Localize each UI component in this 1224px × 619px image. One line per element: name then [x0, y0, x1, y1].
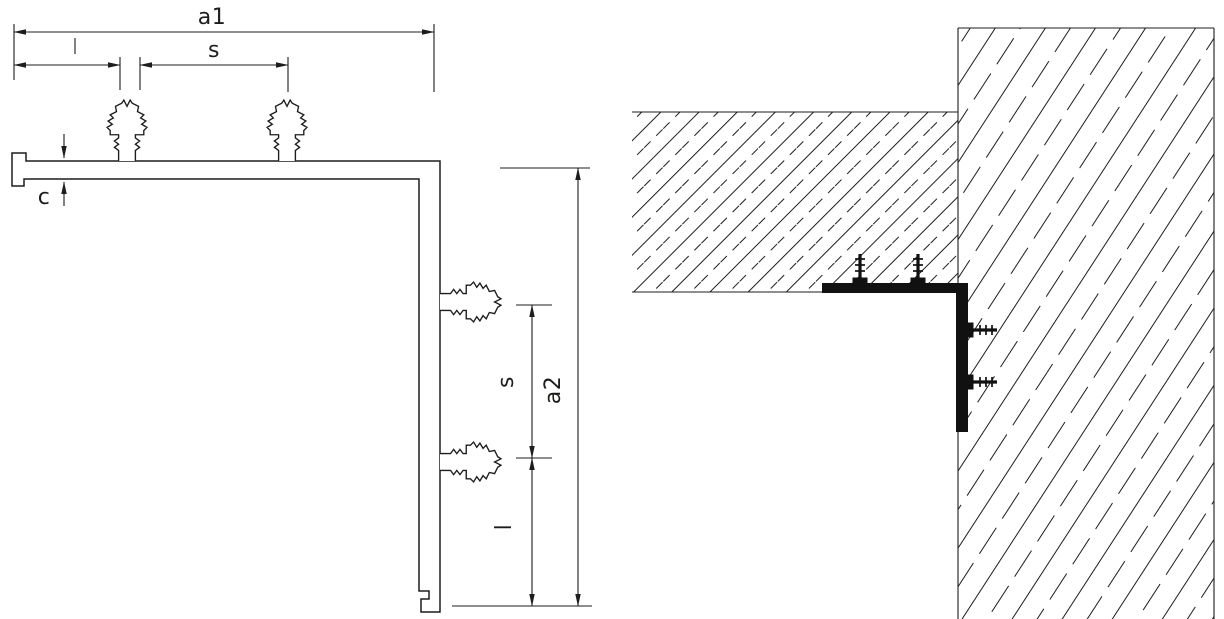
rib-side-upper [439, 281, 502, 323]
dim-label-c: c [38, 185, 51, 210]
dimension-s-top: s [13, 38, 289, 92]
dim-label-a2: a2 [541, 376, 566, 404]
dimension-a1: a1 [13, 5, 435, 92]
dimension-l: l [492, 457, 535, 607]
dim-label-l: l [492, 524, 517, 531]
dim-label-s-side: s [494, 376, 519, 388]
rib-side-lower [439, 441, 502, 483]
dim-label-a1: a1 [198, 5, 226, 30]
dimension-a2: a2 [452, 167, 592, 607]
installation-detail-view [632, 27, 1215, 619]
slab-section [632, 111, 958, 293]
rib-top-left [106, 99, 148, 162]
slab-hatch-area [632, 112, 958, 292]
profile-outline [11, 152, 441, 613]
dimension-s-side: s [494, 304, 552, 459]
mounted-profile [822, 283, 968, 432]
rib-top-right [266, 99, 308, 162]
dimension-c: c [38, 134, 67, 210]
wall-hatch-area [958, 28, 1214, 619]
dim-label-s-top: s [208, 38, 220, 63]
cross-section-view: a1 s c [11, 5, 592, 613]
wall-section [957, 27, 1215, 619]
